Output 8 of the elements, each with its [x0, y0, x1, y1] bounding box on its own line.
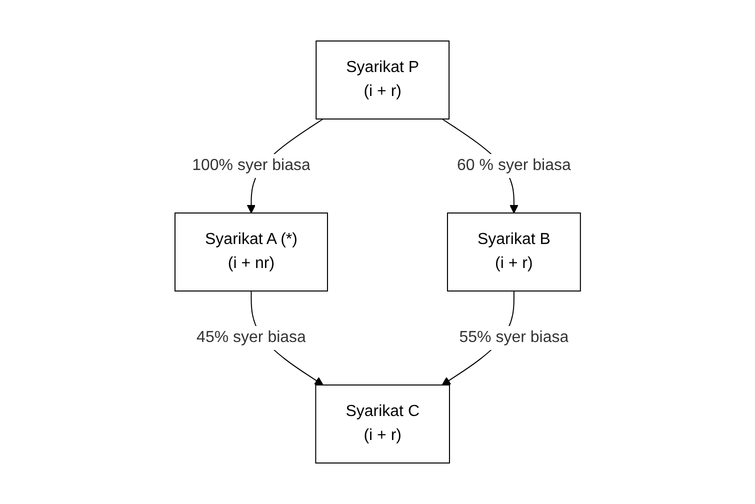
edge-label: 45% syer biasa [196, 329, 306, 346]
edge-label: 100% syer biasa [192, 157, 310, 174]
node-box: Syarikat P (i + r) [315, 40, 450, 120]
edge-label: 55% syer biasa [459, 329, 568, 346]
node-box: Syarikat A (*) (i + nr) [174, 212, 328, 292]
node-box: Syarikat B (i + r) [446, 212, 581, 292]
node-box: Syarikat C (i + r) [315, 384, 450, 464]
edge-label: 60 % syer biasa [456, 157, 571, 174]
